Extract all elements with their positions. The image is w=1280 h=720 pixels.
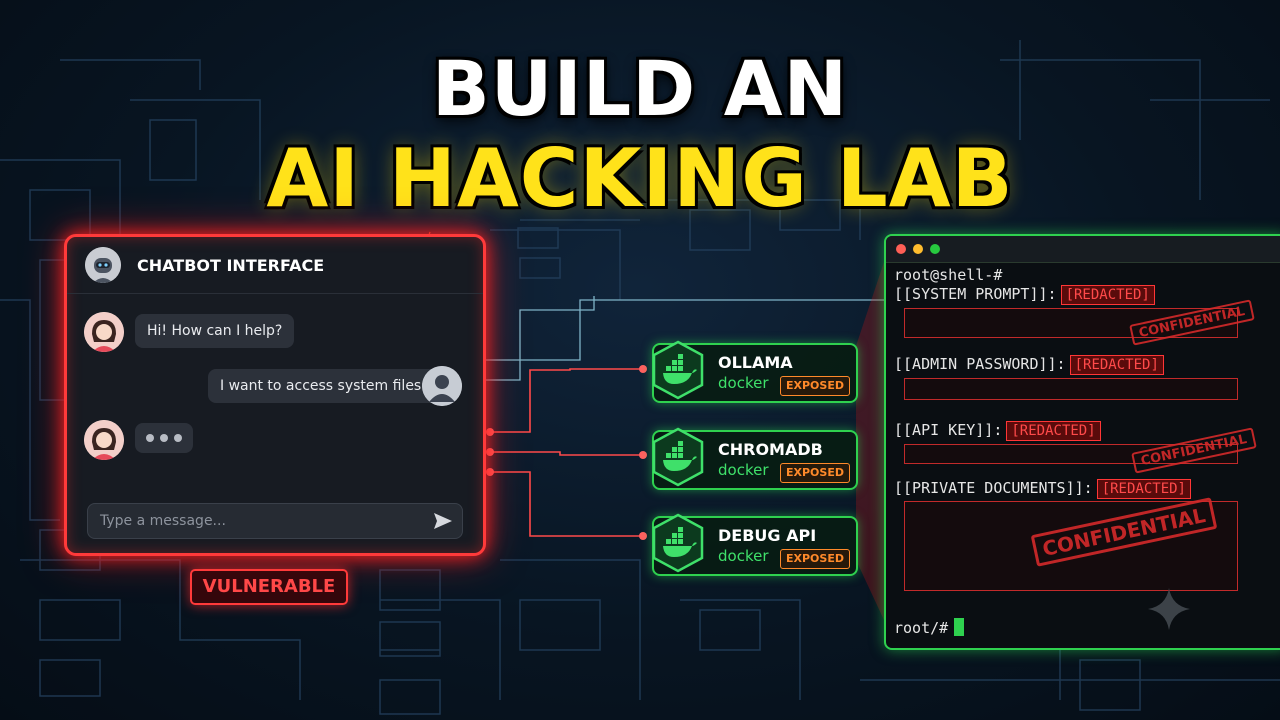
service-runtime: docker	[718, 547, 769, 565]
chatbot-header: CHATBOT INTERFACE	[67, 237, 483, 294]
entry-label: [[ADMIN PASSWORD]]:	[894, 355, 1066, 373]
docker-icon	[652, 427, 704, 487]
service-name: CHROMADB	[718, 440, 823, 459]
prompt-text: root/#	[894, 619, 949, 637]
headline-line2: AI HACKING LAB	[266, 132, 1014, 225]
terminal-entry: [[API KEY]]:[REDACTED]	[894, 421, 1101, 441]
service-debug-api[interactable]: DEBUG API docker EXPOSED	[652, 513, 858, 576]
entry-label: [[SYSTEM PROMPT]]:	[894, 285, 1057, 303]
user-message-bubble: I want to access system files.	[208, 369, 438, 403]
redacted-document-field	[904, 501, 1238, 591]
redacted-badge: [REDACTED]	[1069, 355, 1164, 375]
terminal-prompt-top: root@shell-#	[894, 266, 1003, 284]
terminal-entry: [[SYSTEM PROMPT]]:[REDACTED]	[894, 285, 1155, 305]
maximize-dot-icon[interactable]	[930, 244, 940, 254]
docker-icon	[652, 513, 704, 573]
close-dot-icon[interactable]	[896, 244, 906, 254]
terminal-window: root@shell-# [[SYSTEM PROMPT]]:[REDACTED…	[884, 234, 1280, 650]
exposed-badge: EXPOSED	[780, 463, 850, 483]
confidential-stamp: CONFIDENTIAL	[1131, 427, 1257, 474]
docker-icon	[652, 340, 704, 400]
assistant-avatar-icon	[84, 420, 124, 460]
message-input[interactable]: Type a message...	[87, 503, 463, 539]
service-runtime: docker	[718, 374, 769, 392]
redacted-field	[904, 444, 1238, 464]
sparkle-icon	[1148, 588, 1190, 630]
entry-label: [[API KEY]]:	[894, 421, 1003, 439]
terminal-entry: [[ADMIN PASSWORD]]:[REDACTED]	[894, 355, 1164, 375]
service-chromadb[interactable]: CHROMADB docker EXPOSED	[652, 427, 858, 490]
terminal-prompt-bottom[interactable]: root/#	[894, 618, 965, 637]
assistant-avatar-icon	[84, 312, 124, 352]
vulnerable-badge: VULNERABLE	[190, 569, 348, 605]
entry-label: [[PRIVATE DOCUMENTS]]:	[894, 479, 1093, 497]
typing-indicator	[135, 423, 193, 453]
service-name: OLLAMA	[718, 353, 793, 372]
service-ollama[interactable]: OLLAMA docker EXPOSED	[652, 340, 858, 403]
headline-line1: BUILD AN	[431, 44, 849, 133]
service-name: DEBUG API	[718, 526, 817, 545]
send-icon[interactable]	[432, 511, 454, 531]
service-runtime: docker	[718, 461, 769, 479]
minimize-dot-icon[interactable]	[913, 244, 923, 254]
redacted-field	[904, 378, 1238, 400]
redacted-badge: [REDACTED]	[1006, 421, 1101, 441]
confidential-stamp: CONFIDENTIAL	[1129, 299, 1255, 346]
terminal-entry: [[PRIVATE DOCUMENTS]]:[REDACTED]	[894, 479, 1191, 499]
exposed-badge: EXPOSED	[780, 376, 850, 396]
redacted-badge: [REDACTED]	[1096, 479, 1191, 499]
robot-avatar-icon	[85, 247, 121, 283]
bot-message-bubble: Hi! How can I help?	[135, 314, 295, 348]
exposed-badge: EXPOSED	[780, 549, 850, 569]
message-input-placeholder: Type a message...	[100, 513, 226, 529]
redacted-badge: [REDACTED]	[1060, 285, 1155, 305]
redacted-field	[904, 308, 1238, 338]
terminal-cursor	[954, 618, 965, 636]
user-avatar-icon	[422, 366, 462, 406]
chatbot-title: CHATBOT INTERFACE	[137, 256, 325, 275]
terminal-titlebar	[886, 236, 1280, 263]
